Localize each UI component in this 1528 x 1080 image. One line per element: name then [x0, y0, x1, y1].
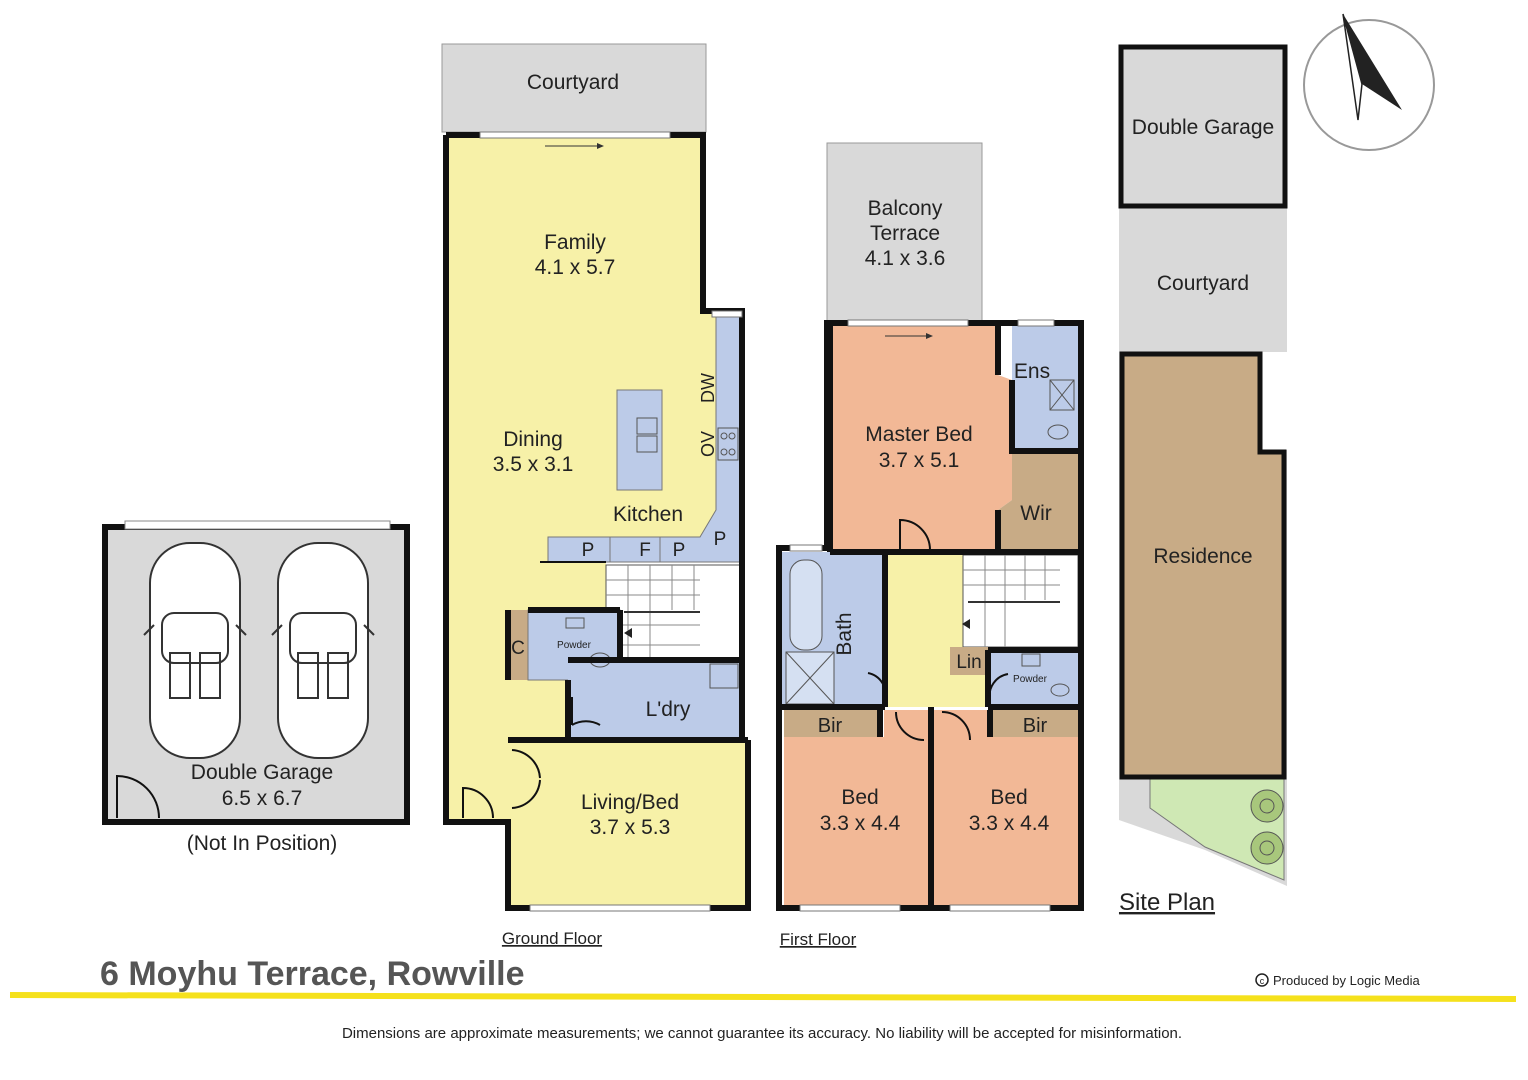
site-courtyard-label: Courtyard: [1157, 272, 1249, 295]
dining-size: 3.5 x 3.1: [493, 453, 574, 476]
credit-text: Produced by Logic Media: [1273, 973, 1420, 988]
site-plan: Double Garage Courtyard Residence Site P…: [1118, 44, 1288, 916]
detached-garage: Double Garage 6.5 x 6.7 (Not In Position…: [102, 520, 410, 855]
accent-line: [10, 992, 1516, 1002]
fridge-label: F: [639, 540, 651, 561]
garage-name: Double Garage: [191, 761, 333, 784]
bath-label: Bath: [833, 612, 856, 655]
dining-name: Dining: [503, 428, 563, 451]
north-arrow-icon: [1303, 13, 1435, 151]
gf-courtyard-label: Courtyard: [527, 71, 619, 94]
ensuite-label: Ens: [1014, 360, 1050, 383]
dishwasher-label: DW: [698, 373, 718, 403]
oven-label: OV: [698, 431, 718, 457]
svg-text:c: c: [1260, 976, 1265, 986]
master-bed-name: Master Bed: [865, 423, 972, 446]
bir-label-2: Bir: [1023, 715, 1048, 737]
bed3-size: 3.3 x 4.4: [969, 812, 1050, 835]
site-plan-caption: Site Plan: [1119, 889, 1215, 916]
gf-powder-label: Powder: [557, 640, 592, 651]
family-size: 4.1 x 5.7: [535, 256, 616, 279]
car-icon: [271, 542, 375, 759]
family-name: Family: [544, 231, 606, 254]
bed2-size: 3.3 x 4.4: [820, 812, 901, 835]
pantry-label-3: P: [714, 529, 727, 550]
ground-floor-caption: Ground Floor: [502, 929, 602, 948]
first-floor: Balcony Terrace 4.1 x 3.6: [776, 142, 1084, 949]
bed3-name: Bed: [990, 786, 1027, 809]
ff-powder-label: Powder: [1013, 674, 1048, 685]
copyright-icon: c: [1255, 973, 1269, 987]
balcony-name-1: Balcony: [868, 197, 943, 220]
first-floor-caption: First Floor: [780, 930, 857, 949]
bed2-name: Bed: [841, 786, 878, 809]
residence-label: Residence: [1153, 545, 1252, 568]
pantry-label-1: P: [582, 540, 595, 561]
balcony-size: 4.1 x 3.6: [865, 247, 946, 270]
bir-label-1: Bir: [818, 715, 843, 737]
site-garage-label: Double Garage: [1132, 116, 1274, 139]
tree-icon: [1250, 831, 1284, 865]
tree-icon: [1250, 789, 1284, 823]
garage-size: 6.5 x 6.7: [222, 787, 303, 810]
laundry-label: L'dry: [646, 698, 691, 721]
garage-note: (Not In Position): [187, 832, 338, 855]
cupboard-label: C: [511, 638, 525, 659]
balcony-name-2: Terrace: [870, 222, 940, 245]
kitchen-label: Kitchen: [613, 503, 683, 526]
linen-label: Lin: [956, 652, 981, 673]
ground-floor: Courtyard: [441, 43, 751, 948]
property-title: 6 Moyhu Terrace, Rowville: [100, 955, 525, 993]
pantry-label-2: P: [673, 540, 686, 561]
living-bed-size: 3.7 x 5.3: [590, 816, 671, 839]
disclaimer-text: Dimensions are approximate measurements;…: [342, 1025, 1182, 1042]
living-bed-name: Living/Bed: [581, 791, 679, 814]
wir-label: Wir: [1020, 502, 1051, 525]
car-icon: [143, 542, 247, 759]
master-bed-size: 3.7 x 5.1: [879, 449, 960, 472]
